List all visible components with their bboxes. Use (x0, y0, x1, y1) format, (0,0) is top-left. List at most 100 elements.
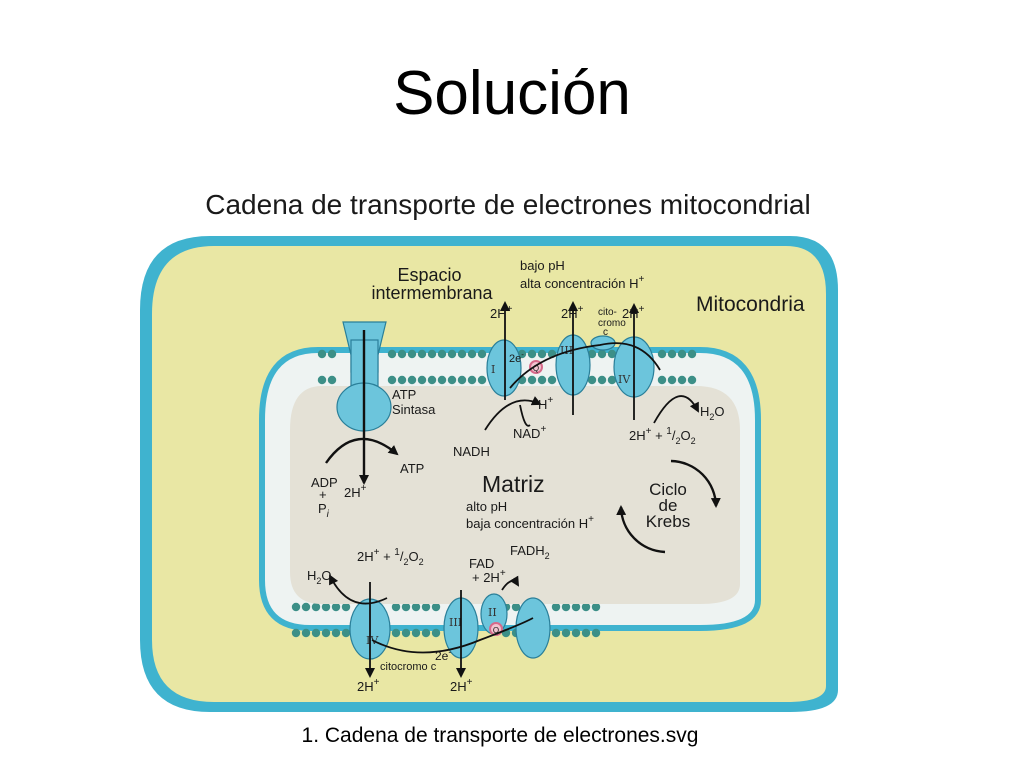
atp-label: ATP (400, 461, 424, 476)
lipid-head (401, 628, 411, 638)
lipid-head (321, 602, 331, 612)
lipid-head (417, 375, 427, 385)
lipid-head (331, 602, 341, 612)
figure-caption: 1. Cadena de transporte de electrones.sv… (301, 724, 699, 747)
lipid-head (467, 349, 477, 359)
svg-text:Q: Q (533, 364, 539, 373)
lipid-head (687, 375, 697, 385)
svg-text:de: de (659, 496, 678, 515)
svg-text:ADP: ADP (311, 475, 338, 490)
svg-text:Sintasa: Sintasa (392, 402, 436, 417)
svg-text:alta concentración H+: alta concentración H+ (520, 274, 645, 291)
lipid-head (551, 602, 561, 612)
two-electron-label-top: 2e- (509, 350, 524, 365)
lipid-head (411, 628, 421, 638)
lipid-head (511, 602, 521, 612)
lipid-head (397, 349, 407, 359)
lipid-head (551, 628, 561, 638)
lipid-bilayer-top (317, 349, 697, 385)
fad-label: FAD + 2H+ (469, 556, 506, 585)
mitocondria-label: Mitocondria (696, 293, 805, 316)
lipid-head (447, 375, 457, 385)
lipid-head (407, 349, 417, 359)
matriz-label: Matriz (482, 471, 545, 497)
lipid-head (311, 602, 321, 612)
lipid-head (571, 628, 581, 638)
lipid-head (667, 349, 677, 359)
svg-text:bajo pH: bajo pH (520, 258, 565, 273)
svg-text:cromo: cromo (598, 318, 626, 329)
lipid-head (401, 602, 411, 612)
svg-text:FAD: FAD (469, 556, 494, 571)
oxygen-label-top: 2H+ + 1/2O2 (629, 426, 696, 446)
lipid-head (437, 349, 447, 359)
proton-label-atp: 2H+ (344, 483, 367, 500)
matrix (290, 386, 740, 604)
lipid-head (467, 375, 477, 385)
proton-label-ci: 2H+ (490, 304, 513, 321)
lipid-head (457, 375, 467, 385)
proton-label-civ: 2H+ (622, 304, 645, 321)
lipid-head (597, 375, 607, 385)
oxygen-label-bottom: 2H+ + 1/2O2 (357, 547, 424, 567)
lipid-head (597, 349, 607, 359)
svg-text:+ 2H+: + 2H+ (472, 568, 506, 585)
svg-text:I: I (491, 363, 495, 376)
cytochrome-c-bottom-label: citocromo c (380, 661, 437, 673)
lipid-head (391, 628, 401, 638)
lipid-head (527, 375, 537, 385)
atp-synthase-label: ATP Sintasa (392, 387, 436, 417)
espacio-label: Espacio intermembrana (371, 265, 493, 303)
lipid-head (591, 628, 601, 638)
lipid-head (477, 349, 487, 359)
complex-bottom-right (515, 597, 551, 659)
lipid-head (341, 628, 351, 638)
lipid-head (431, 628, 441, 638)
adp-label: ADP + Pi (311, 475, 338, 520)
h-plus-label: H+ (538, 395, 553, 412)
bajo-ph-label: bajo pH alta concentración H+ (520, 258, 645, 291)
proton-label-ciii: 2H+ (561, 304, 584, 321)
svg-text:Krebs: Krebs (646, 512, 690, 531)
nad-label: NAD+ (513, 424, 546, 441)
lipid-head (301, 628, 311, 638)
water-label-bottom: H2O (307, 568, 332, 586)
lipid-head (317, 375, 327, 385)
lipid-head (291, 628, 301, 638)
lipid-head (581, 602, 591, 612)
lipid-head (587, 349, 597, 359)
lipid-head (561, 602, 571, 612)
lipid-head (457, 349, 467, 359)
lipid-head (411, 602, 421, 612)
lipid-head (437, 375, 447, 385)
svg-text:+: + (319, 487, 327, 502)
svg-text:Q: Q (493, 626, 499, 635)
lipid-head (591, 602, 601, 612)
lipid-head (291, 602, 301, 612)
krebs-cycle-arrows (616, 459, 721, 554)
lipid-head (547, 375, 557, 385)
lipid-head (387, 349, 397, 359)
proton-label-bottom-right: 2H+ (450, 677, 473, 694)
lipid-head (331, 628, 341, 638)
lipid-head (527, 349, 537, 359)
svg-text:Ciclo: Ciclo (649, 480, 687, 499)
svg-text:alto pH: alto pH (466, 499, 507, 514)
lipid-head (391, 602, 401, 612)
svg-text:II: II (488, 606, 497, 619)
lipid-head (687, 349, 697, 359)
svg-text:III: III (449, 616, 462, 629)
lipid-head (407, 375, 417, 385)
svg-text:cito-: cito- (598, 307, 617, 318)
svg-text:c: c (603, 327, 608, 338)
lipid-head (607, 349, 617, 359)
alto-ph-label: alto pH baja concentración H+ (466, 499, 594, 531)
lipid-head (397, 375, 407, 385)
lipid-head (677, 375, 687, 385)
krebs-label: Ciclo de Krebs (646, 480, 690, 531)
svg-text:ATP: ATP (392, 387, 416, 402)
svg-text:baja concentración H+: baja concentración H+ (466, 514, 594, 531)
svg-text:Pi: Pi (318, 501, 330, 520)
lipid-head (327, 375, 337, 385)
